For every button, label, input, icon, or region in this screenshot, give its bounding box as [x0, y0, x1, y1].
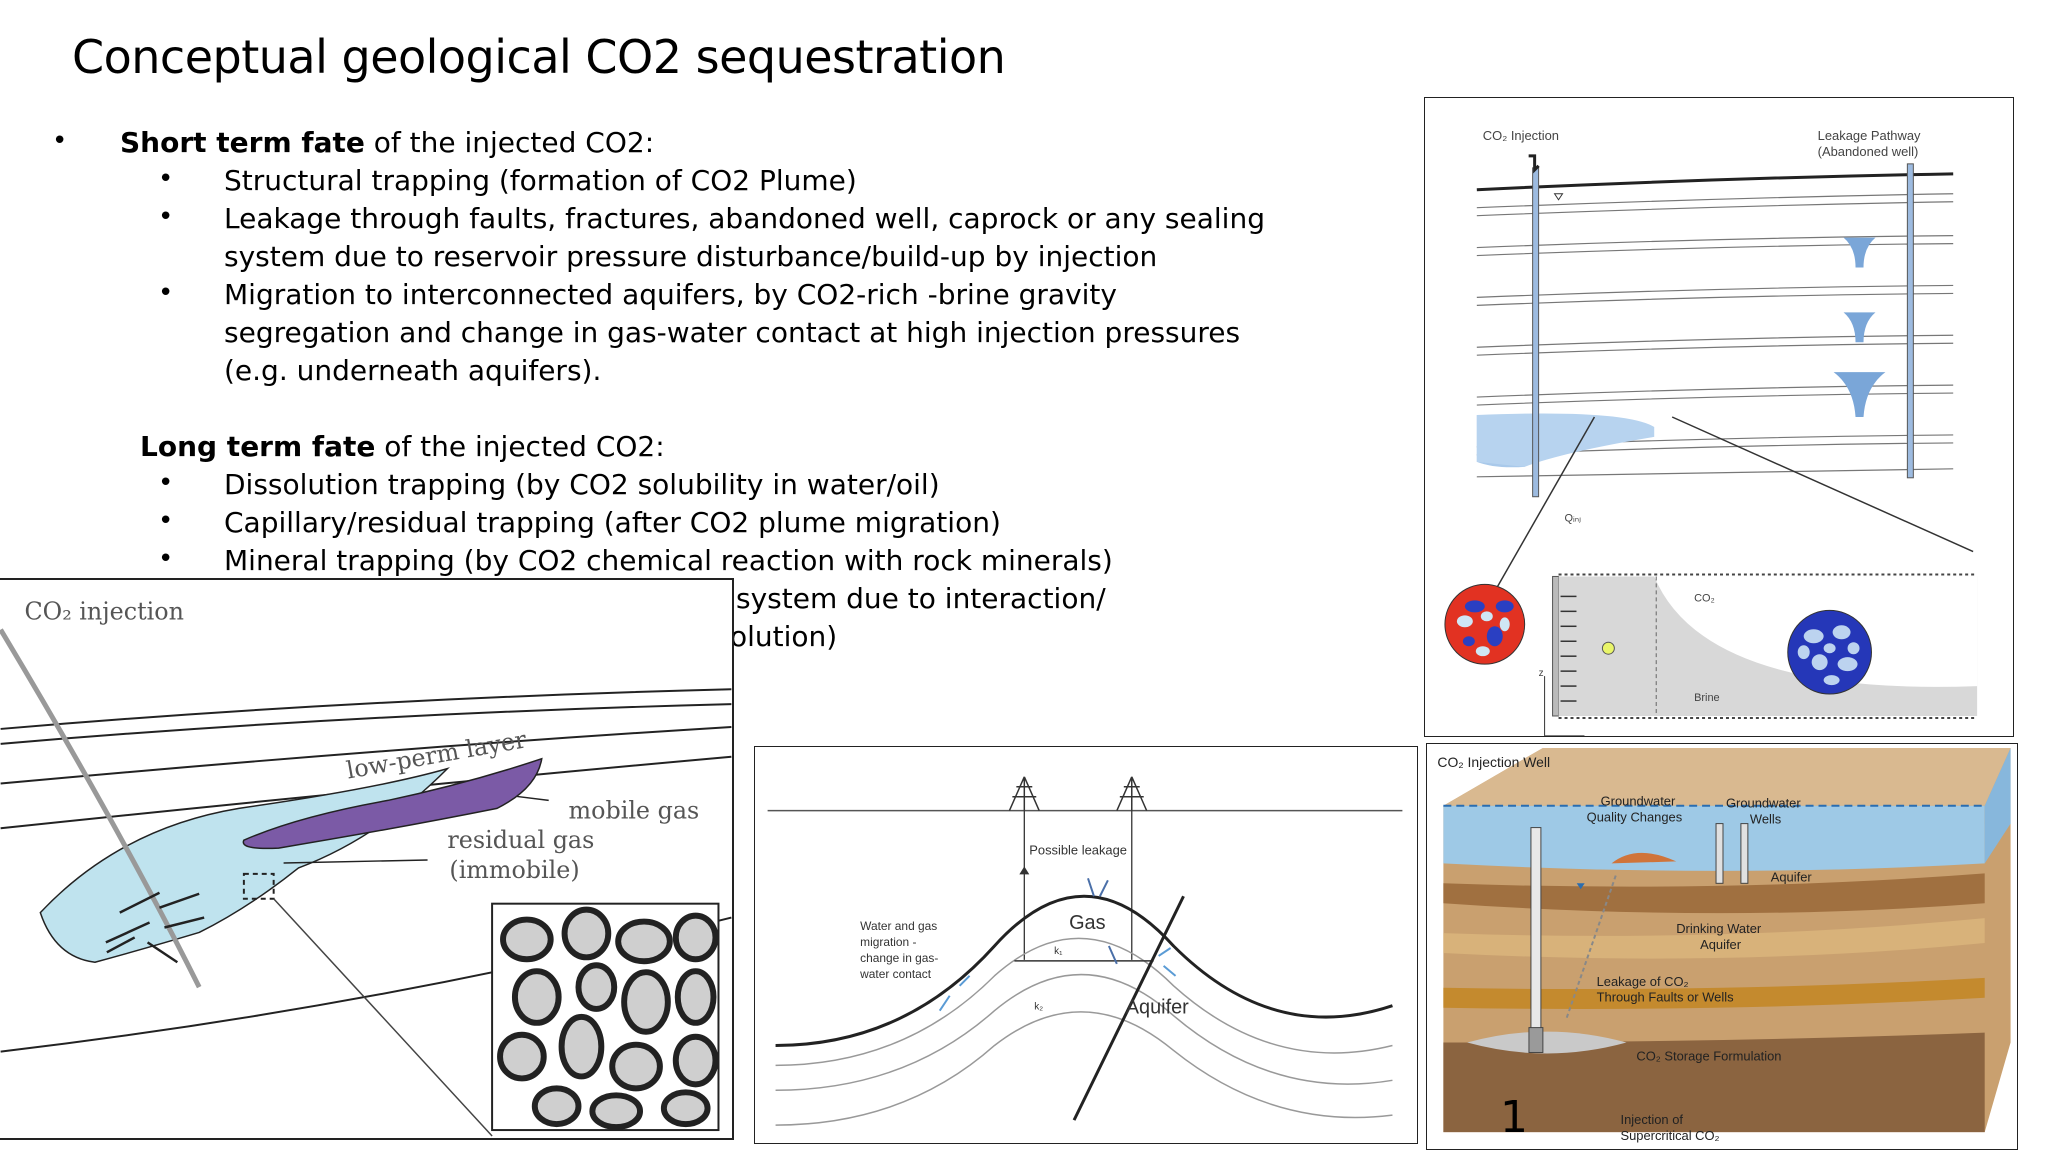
label-gw-quality: Quality Changes	[1587, 810, 1683, 825]
label-co2-small: CO₂	[1694, 592, 1715, 604]
label-injection: Supercritical CO₂	[1621, 1128, 1720, 1143]
label-k1: k₁	[1054, 946, 1063, 957]
label-aquifer-anticline: Aquifer	[1126, 997, 1189, 1019]
long-item-partial: system due to interaction/	[736, 582, 1106, 615]
long-item-partial: olution)	[730, 620, 838, 653]
label-immobile: (immobile)	[449, 856, 579, 884]
short-term-heading-rest: of the injected CO2:	[364, 126, 655, 159]
label-brine: Brine	[1694, 692, 1720, 704]
long-term-heading-bold: Long term fate	[140, 430, 376, 463]
label-leakage-block: Leakage of CO₂	[1597, 974, 1689, 989]
label-k2: k₂	[1034, 1002, 1043, 1013]
label-co2-injection-left: CO₂ injection	[24, 598, 183, 626]
label-injection-well: CO₂ Injection Well	[1437, 754, 1550, 770]
label-drinking: Drinking Water	[1676, 921, 1762, 936]
long-term-heading: Long term fate of the injected CO2:	[140, 430, 665, 463]
anticline-diagram: Possible leakage Gas Aquifer k₁ k₂ Water…	[767, 776, 1403, 1126]
migration-note-line: Water and gas	[860, 919, 937, 933]
plume-diagram: CO₂ injection low-perm layer mobile gas …	[0, 598, 732, 1137]
migration-note-line: water contact	[859, 967, 932, 981]
long-term-heading-rest: of the injected CO2:	[375, 430, 665, 463]
sub-bullet: •	[158, 164, 174, 194]
long-item: Dissolution trapping (by CO2 solubility …	[224, 468, 940, 501]
short-item: Structural trapping (formation of CO2 Pl…	[224, 164, 857, 197]
short-item-cont: (e.g. underneath aquifers).	[224, 354, 602, 387]
figure-anticline: Possible leakage Gas Aquifer k₁ k₂ Water…	[754, 746, 1418, 1144]
short-term-heading-bold: Short term fate	[120, 126, 365, 159]
sub-bullet: •	[158, 468, 174, 498]
slide-number: 1	[1500, 1092, 1528, 1143]
short-item-cont: system due to reservoir pressure disturb…	[224, 240, 1158, 273]
short-item: Migration to interconnected aquifers, by…	[224, 278, 1117, 311]
label-abandoned-well: (Abandoned well)	[1818, 144, 1919, 159]
migration-note-line: change in gas-	[860, 951, 938, 965]
short-item: Leakage through faults, fractures, aband…	[224, 202, 1265, 235]
label-possible-leakage: Possible leakage	[1029, 842, 1127, 857]
figure-plume-trapping: CO₂ injection low-perm layer mobile gas …	[0, 578, 734, 1140]
long-item: Capillary/residual trapping (after CO2 p…	[224, 506, 1001, 539]
migration-note-line: migration -	[860, 935, 916, 949]
label-residual-gas: residual gas	[447, 826, 594, 854]
label-mobile-gas: mobile gas	[569, 796, 700, 824]
block-diagram: CO₂ Injection Well Groundwater Quality C…	[1437, 747, 2011, 1143]
sub-bullet: •	[158, 544, 174, 574]
sub-bullet: •	[158, 202, 174, 232]
sub-bullet: •	[158, 278, 174, 308]
label-gw-wells: Groundwater	[1726, 796, 1801, 811]
slide-title: Conceptual geological CO2 sequestration	[72, 30, 1006, 84]
label-leakage-block: Through Faults or Wells	[1597, 990, 1734, 1005]
long-item: Mineral trapping (by CO2 chemical reacti…	[224, 544, 1113, 577]
label-q-inj: Qᵢₙⱼ	[1565, 513, 1582, 525]
label-drinking: Aquifer	[1700, 937, 1742, 952]
leakage-diagram: CO₂ Injection Leakage Pathway (Abandoned…	[1444, 128, 1978, 736]
label-gw-quality: Groundwater	[1601, 794, 1676, 809]
short-item-cont: segregation and change in gas-water cont…	[224, 316, 1241, 349]
label-gas: Gas	[1069, 912, 1106, 934]
figure-block-diagram: CO₂ Injection Well Groundwater Quality C…	[1426, 743, 2018, 1150]
label-gw-wells: Wells	[1750, 812, 1781, 827]
short-term-heading: Short term fate of the injected CO2:	[120, 126, 654, 159]
label-leakage-pathway: Leakage Pathway	[1818, 128, 1921, 143]
sub-bullet: •	[158, 506, 174, 536]
label-aquifer-block: Aquifer	[1771, 869, 1813, 884]
label-co2-injection: CO₂ Injection	[1483, 128, 1559, 143]
label-injection: Injection of	[1621, 1112, 1684, 1127]
figure-leakage-pathway: CO₂ Injection Leakage Pathway (Abandoned…	[1424, 97, 2014, 737]
bullet-short-term: •	[52, 126, 68, 156]
label-storage: CO₂ Storage Formulation	[1636, 1048, 1781, 1063]
label-z: z	[1539, 668, 1544, 679]
